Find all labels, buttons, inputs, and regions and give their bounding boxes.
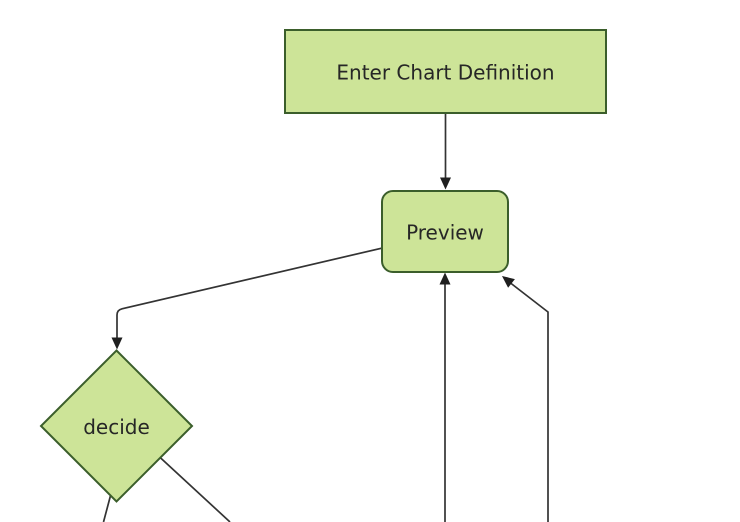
node-preview: Preview <box>381 190 509 273</box>
node-enter-chart-definition: Enter Chart Definition <box>284 29 607 114</box>
arrowhead-into-preview-corner <box>502 276 515 288</box>
edge-preview-to-decide <box>116 245 389 339</box>
arrowhead-into-preview-bottom <box>439 272 451 285</box>
edge-layer <box>102 110 549 522</box>
edge-bottom-right-to-preview <box>509 282 549 522</box>
arrowhead-into-preview-top <box>440 177 451 190</box>
node-decide: decide <box>39 349 194 503</box>
arrowhead-into-decide-top <box>111 337 123 350</box>
node-enter-chart-definition-label: Enter Chart Definition <box>336 61 554 85</box>
edge-decide-to-offscreen-right <box>151 449 231 522</box>
node-enter-chart-definition-shape <box>284 29 607 114</box>
node-decide-shape <box>39 349 194 503</box>
node-decide-label: decide <box>83 415 150 439</box>
node-preview-shape <box>381 190 509 273</box>
node-preview-label: Preview <box>406 221 484 245</box>
